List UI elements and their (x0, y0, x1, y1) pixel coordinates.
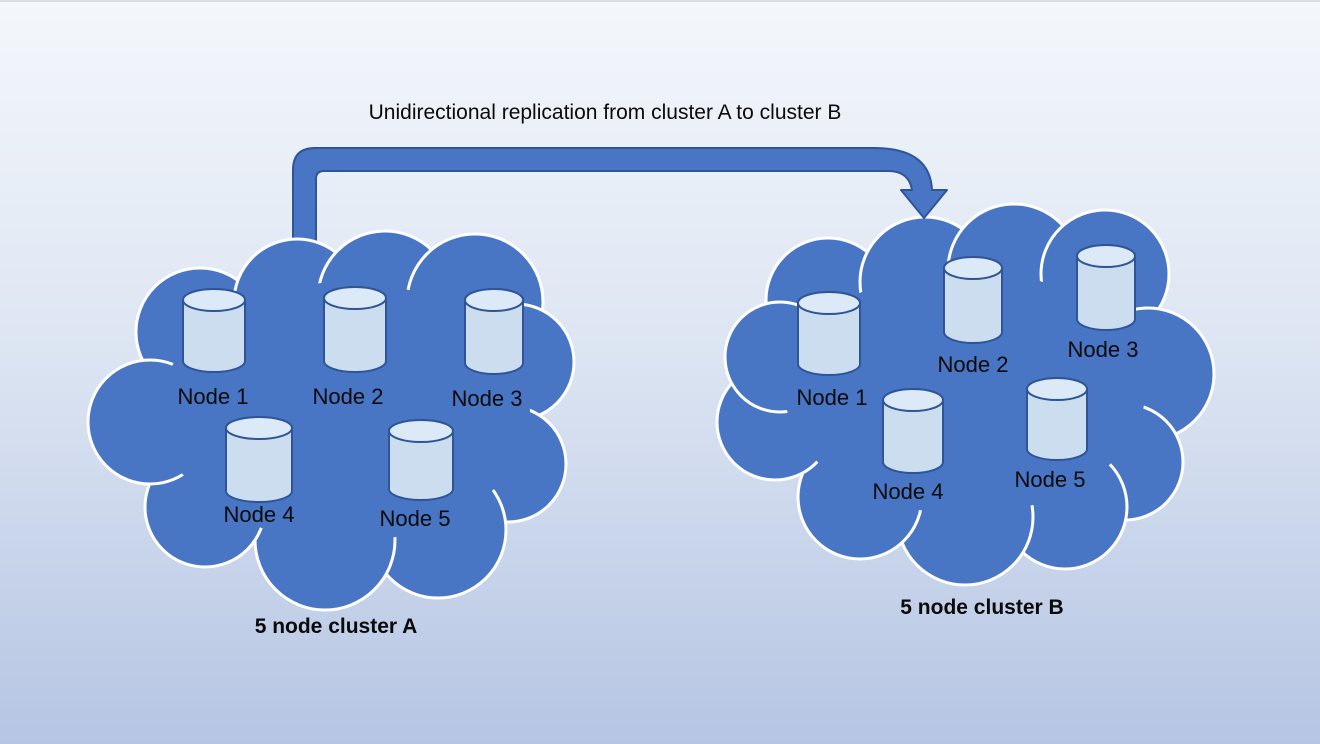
cluster-b-node-3: Node 3 (1068, 244, 1139, 362)
cluster-b-node-1: Node 1 (797, 291, 868, 410)
cluster-a-cloud (86, 229, 576, 612)
cluster-a-node-4: Node 4 (224, 416, 295, 527)
cluster-a-nodes: Node 1 Node 2 Node 3 Node 4 Node 5 (178, 286, 524, 531)
cluster-b-label: 5 node cluster B (900, 596, 1063, 619)
cluster-a-node-2: Node 2 (313, 286, 387, 409)
cluster-a-label: 5 node cluster A (255, 615, 418, 638)
node-label: Node 2 (938, 352, 1009, 377)
node-label: Node 4 (873, 479, 944, 504)
node-label: Node 1 (178, 384, 249, 409)
node-label: Node 3 (1068, 337, 1139, 362)
database-cylinder-top (943, 256, 1003, 280)
node-label: Node 3 (452, 386, 523, 411)
cluster-a-node-1: Node 1 (178, 288, 249, 409)
database-cylinder-top (182, 288, 246, 312)
database-cylinder-top (225, 416, 293, 440)
diagram-title: Unidirectional replication from cluster … (369, 101, 842, 124)
cluster-b-node-4: Node 4 (873, 388, 944, 504)
database-cylinder-top (882, 388, 944, 412)
cluster-a-node-3: Node 3 (452, 288, 524, 411)
database-cylinder-top (797, 291, 861, 315)
cluster-b-node-5: Node 5 (1015, 377, 1088, 492)
database-cylinder-top (1026, 377, 1088, 401)
cluster-b-nodes: Node 1 Node 2 Node 3 Node 4 Node 5 (797, 244, 1139, 504)
node-label: Node 5 (380, 506, 451, 531)
cluster-a-node-5: Node 5 (380, 419, 454, 531)
cluster-b-cloud (715, 202, 1216, 587)
database-cylinder-top (464, 288, 524, 312)
cluster-b-node-2: Node 2 (938, 256, 1009, 377)
database-cylinder-top (388, 419, 454, 443)
database-cylinder-top (1076, 244, 1136, 268)
node-label: Node 1 (797, 385, 868, 410)
node-label: Node 4 (224, 502, 295, 527)
node-label: Node 2 (313, 384, 384, 409)
node-label: Node 5 (1015, 467, 1086, 492)
database-cylinder-top (323, 286, 387, 310)
replication-arrow-icon (292, 147, 948, 249)
